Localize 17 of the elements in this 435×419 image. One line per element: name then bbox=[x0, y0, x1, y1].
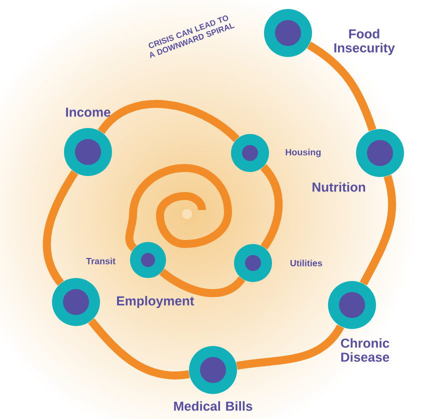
spiral-line bbox=[98, 100, 240, 142]
node-label: Utilities bbox=[290, 260, 322, 266]
node-label: Chronic Disease bbox=[340, 338, 390, 362]
node-label: Income bbox=[66, 108, 110, 117]
spiral-line bbox=[125, 164, 232, 251]
spiral-line bbox=[42, 170, 78, 286]
spiral-line bbox=[260, 164, 283, 250]
spiral-line bbox=[306, 42, 376, 132]
node-label: Food Insecurity bbox=[334, 28, 395, 56]
node-label: Housing bbox=[286, 148, 321, 158]
spiral-line bbox=[236, 324, 344, 370]
node-label: Medical Bills bbox=[174, 401, 252, 411]
node-label: Nutrition bbox=[312, 182, 366, 192]
spiral-line bbox=[88, 318, 190, 380]
node-label: Transit bbox=[86, 258, 116, 264]
node-label: Employment bbox=[117, 296, 194, 308]
spiral-line bbox=[360, 174, 396, 286]
